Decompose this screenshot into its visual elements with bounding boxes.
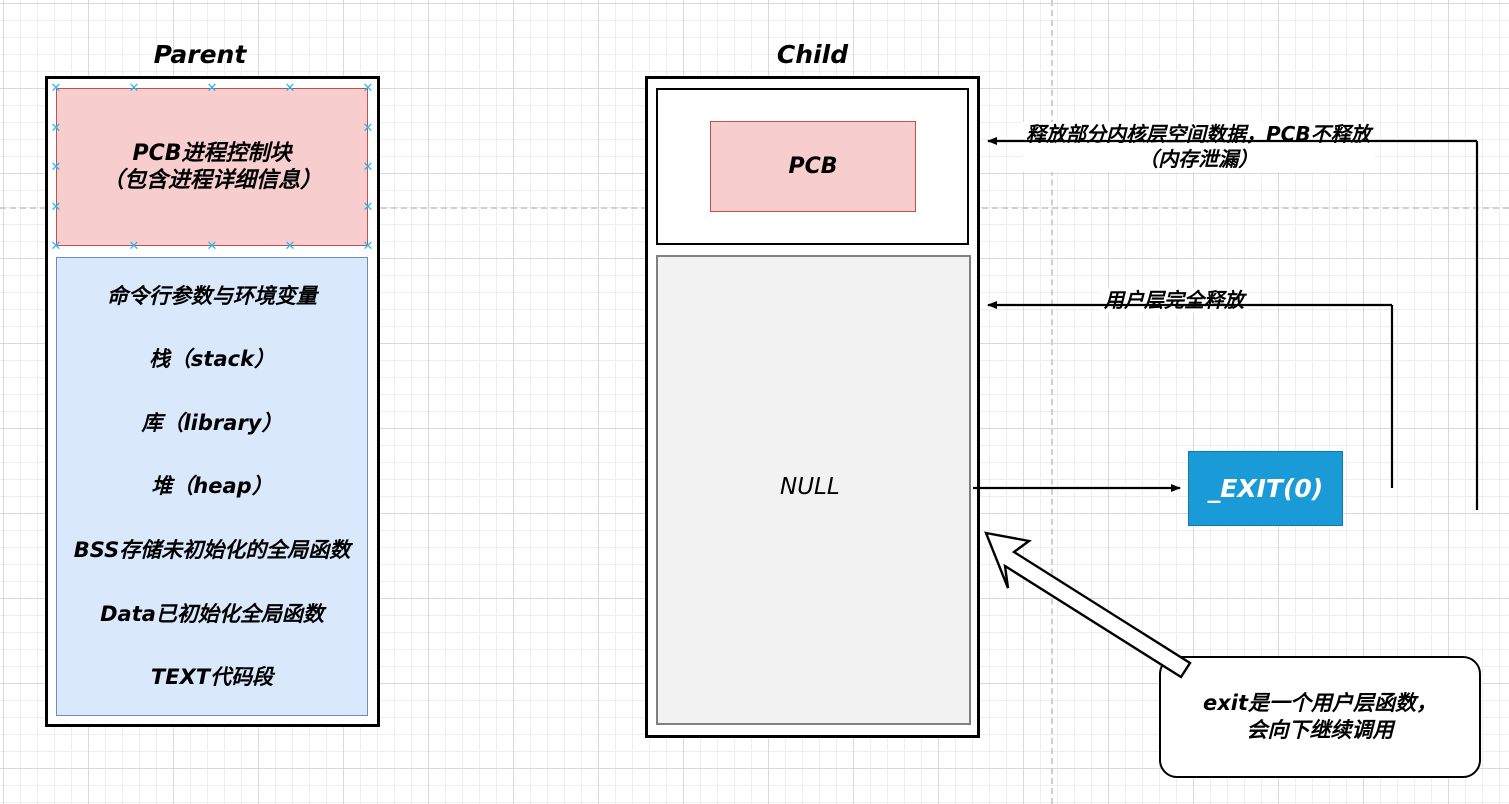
- kernel-release-line1: 释放部分内核层空间数据，PCB不释放: [1026, 122, 1371, 146]
- parent-pcb-box[interactable]: PCB进程控制块 （包含进程详细信息）: [56, 88, 368, 246]
- child-null-label: NULL: [780, 474, 840, 500]
- parent-pcb-label: PCB进程控制块 （包含进程详细信息）: [102, 140, 322, 195]
- selection-handle-x-icon[interactable]: ✕: [50, 199, 62, 215]
- parent-pcb-line2: （包含进程详细信息）: [101, 168, 322, 193]
- callout-block-arrow: [984, 531, 1192, 679]
- selection-handle-x-icon[interactable]: ✕: [206, 238, 218, 254]
- exit-syscall-label: _EXIT(0): [1207, 474, 1324, 503]
- exit-syscall-box[interactable]: _EXIT(0): [1188, 451, 1343, 526]
- kernel-release-annotation: 释放部分内核层空间数据，PCB不释放 （内存泄漏）: [1022, 122, 1375, 172]
- child-pcb-label: PCB: [788, 153, 838, 179]
- selection-handle-x-icon[interactable]: ✕: [362, 159, 374, 175]
- user-release-annotation: 用户层完全释放: [1100, 288, 1248, 313]
- selection-handle-x-icon[interactable]: ✕: [50, 80, 62, 96]
- exit-explanation-line1: exit是一个用户层函数，: [1202, 690, 1438, 715]
- selection-handle-x-icon[interactable]: ✕: [128, 80, 140, 96]
- parent-pcb-line1: PCB进程控制块: [132, 140, 292, 166]
- exit-explanation-callout[interactable]: exit是一个用户层函数， 会向下继续调用: [1159, 656, 1481, 778]
- selection-handle-x-icon[interactable]: ✕: [50, 159, 62, 175]
- child-kernel-space-box[interactable]: [656, 88, 969, 245]
- parent-title: Parent: [153, 40, 247, 69]
- child-title: Child: [776, 40, 849, 69]
- memory-row-data: Data已初始化全局函数: [100, 601, 324, 626]
- selection-handle-x-icon[interactable]: ✕: [362, 238, 374, 254]
- selection-handle-x-icon[interactable]: ✕: [206, 80, 218, 96]
- memory-row-stack: 栈（stack）: [148, 347, 276, 372]
- parent-memory-layout-box[interactable]: 命令行参数与环境变量 栈（stack） 库（library） 堆（heap） B…: [56, 257, 368, 716]
- exit-explanation-line2: 会向下继续调用: [1246, 718, 1394, 742]
- memory-row-library: 库（library）: [141, 410, 283, 435]
- selection-handle-x-icon[interactable]: ✕: [362, 120, 374, 136]
- memory-row-text: TEXT代码段: [150, 665, 274, 690]
- memory-row-bss: BSS存储未初始化的全局函数: [73, 537, 351, 562]
- selection-handle-x-icon[interactable]: ✕: [50, 120, 62, 136]
- exit-explanation-label: exit是一个用户层函数， 会向下继续调用: [1203, 690, 1437, 745]
- memory-row-args-env: 命令行参数与环境变量: [107, 283, 317, 308]
- selection-handle-x-icon[interactable]: ✕: [50, 238, 62, 254]
- selection-handle-x-icon[interactable]: ✕: [128, 238, 140, 254]
- child-pcb-box[interactable]: PCB: [710, 121, 916, 212]
- selection-handle-x-icon[interactable]: ✕: [362, 80, 374, 96]
- memory-row-heap: 堆（heap）: [151, 474, 273, 499]
- alignment-guide-vertical: [1051, 0, 1053, 804]
- child-user-space-box[interactable]: [656, 255, 971, 725]
- selection-handle-x-icon[interactable]: ✕: [284, 80, 296, 96]
- selection-handle-x-icon[interactable]: ✕: [284, 238, 296, 254]
- kernel-release-line2: （内存泄漏）: [1138, 147, 1259, 171]
- selection-handle-x-icon[interactable]: ✕: [362, 199, 374, 215]
- user-release-line1: 用户层完全释放: [1104, 288, 1244, 312]
